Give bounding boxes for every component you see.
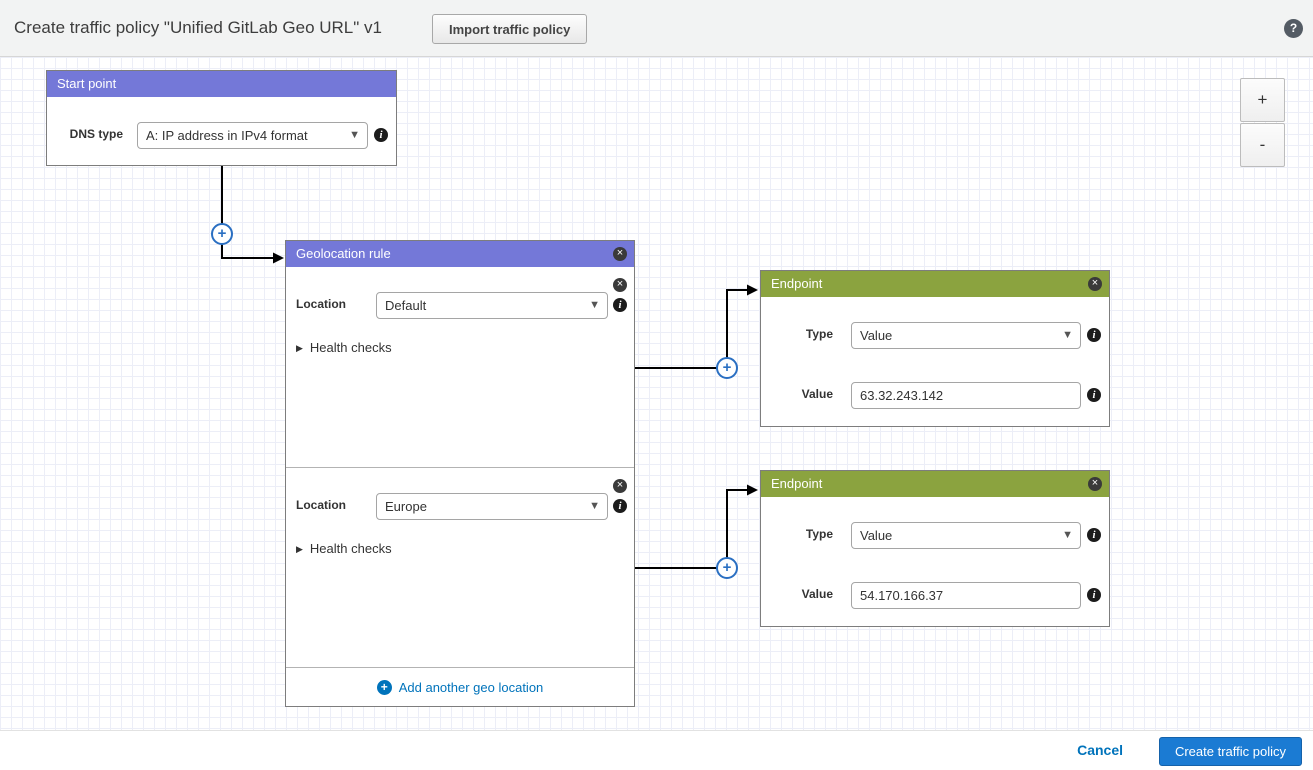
add-rule-connector-button[interactable]: + — [211, 223, 233, 245]
start-point-node: Start point DNS type A: IP address in IP… — [46, 70, 397, 166]
close-icon[interactable]: × — [613, 278, 627, 292]
arrowhead-rule — [273, 252, 284, 264]
health-checks-toggle[interactable]: ▶ Health checks — [296, 340, 392, 355]
connector-rule-to-endpoint-1 — [635, 289, 748, 369]
endpoint-header: Endpoint × — [761, 471, 1109, 497]
import-traffic-policy-button[interactable]: Import traffic policy — [432, 14, 588, 44]
health-checks-label: Health checks — [309, 541, 392, 556]
endpoint-type-select[interactable]: Value ▼ — [851, 322, 1081, 349]
location-label: Location — [296, 498, 346, 512]
endpoint-header: Endpoint × — [761, 271, 1109, 297]
close-icon[interactable]: × — [613, 247, 627, 261]
arrowhead-endpoint-2 — [747, 484, 758, 496]
endpoint-type-info-icon[interactable]: i — [1087, 528, 1101, 542]
endpoint-type-selected-value: Value — [860, 328, 893, 343]
endpoint-title: Endpoint — [771, 476, 823, 491]
bottom-bar: Cancel Create traffic policy — [0, 730, 1313, 770]
close-icon[interactable]: × — [1088, 477, 1102, 491]
endpoint-value-input[interactable] — [851, 382, 1081, 409]
zoom-controls: + - — [1240, 78, 1285, 168]
location-info-icon[interactable]: i — [613, 499, 627, 513]
endpoint-value-info-icon[interactable]: i — [1087, 388, 1101, 402]
endpoint-type-info-icon[interactable]: i — [1087, 328, 1101, 342]
chevron-down-icon: ▼ — [589, 500, 600, 512]
connector-rule-to-endpoint-2 — [635, 489, 748, 569]
dns-type-label: DNS type — [69, 127, 123, 141]
help-icon[interactable]: ? — [1284, 19, 1303, 38]
cancel-link[interactable]: Cancel — [1077, 742, 1123, 758]
close-icon[interactable]: × — [1088, 277, 1102, 291]
add-geo-location-link[interactable]: + Add another geo location — [376, 680, 544, 695]
triangle-right-icon: ▶ — [296, 544, 303, 554]
geo-rule-section-default: × Location Default ▼ i ▶ Health checks — [286, 267, 634, 467]
zoom-in-button[interactable]: + — [1240, 78, 1285, 122]
endpoint-title: Endpoint — [771, 276, 823, 291]
chevron-down-icon: ▼ — [1062, 329, 1073, 341]
endpoint-value-info-icon[interactable]: i — [1087, 588, 1101, 602]
health-checks-toggle[interactable]: ▶ Health checks — [296, 541, 392, 556]
endpoint-value-label: Value — [801, 587, 833, 601]
geo-rule-section-europe: × Location Europe ▼ i ▶ Health checks — [286, 467, 634, 667]
policy-canvas: Start point DNS type A: IP address in IP… — [0, 57, 1313, 730]
chevron-down-icon: ▼ — [589, 299, 600, 311]
endpoint-node-2: Endpoint × Type Value ▼ i Value i — [760, 470, 1110, 627]
arrowhead-endpoint-1 — [747, 284, 758, 296]
dns-type-select[interactable]: A: IP address in IPv4 format ▼ — [137, 122, 368, 149]
location-label: Location — [296, 297, 346, 311]
add-endpoint-connector-button[interactable]: + — [716, 357, 738, 379]
endpoint-value-input[interactable] — [851, 582, 1081, 609]
dns-type-selected-value: A: IP address in IPv4 format — [146, 128, 308, 143]
endpoint-type-selected-value: Value — [860, 528, 893, 543]
location-info-icon[interactable]: i — [613, 298, 627, 312]
start-point-title: Start point — [57, 76, 117, 91]
start-point-header: Start point — [47, 71, 396, 97]
location-selected-value: Default — [385, 298, 427, 313]
connector-start-to-rule — [221, 166, 274, 259]
geo-rule-footer: + Add another geo location — [286, 667, 634, 707]
top-bar: Create traffic policy "Unified GitLab Ge… — [0, 0, 1313, 57]
endpoint-type-label: Type — [805, 327, 833, 341]
create-traffic-policy-button[interactable]: Create traffic policy — [1158, 737, 1302, 766]
endpoint-type-label: Type — [805, 527, 833, 541]
geolocation-rule-title: Geolocation rule — [296, 246, 391, 261]
endpoint-value-label: Value — [801, 387, 833, 401]
close-icon[interactable]: × — [613, 479, 627, 493]
geolocation-rule-node: Geolocation rule × × Location Default ▼ … — [285, 240, 635, 707]
endpoint-type-select[interactable]: Value ▼ — [851, 522, 1081, 549]
add-geo-location-label: Add another geo location — [398, 680, 544, 695]
dns-type-info-icon[interactable]: i — [374, 128, 388, 142]
chevron-down-icon: ▼ — [1062, 529, 1073, 541]
page-title: Create traffic policy "Unified GitLab Ge… — [14, 18, 382, 37]
health-checks-label: Health checks — [309, 340, 392, 355]
endpoint-node-1: Endpoint × Type Value ▼ i Value i — [760, 270, 1110, 427]
location-select[interactable]: Default ▼ — [376, 292, 608, 319]
location-selected-value: Europe — [385, 499, 427, 514]
plus-icon: + — [376, 680, 392, 695]
add-endpoint-connector-button[interactable]: + — [716, 557, 738, 579]
geolocation-rule-header: Geolocation rule × — [286, 241, 634, 267]
location-select[interactable]: Europe ▼ — [376, 493, 608, 520]
triangle-right-icon: ▶ — [296, 343, 303, 353]
chevron-down-icon: ▼ — [349, 129, 360, 141]
zoom-out-button[interactable]: - — [1240, 123, 1285, 167]
